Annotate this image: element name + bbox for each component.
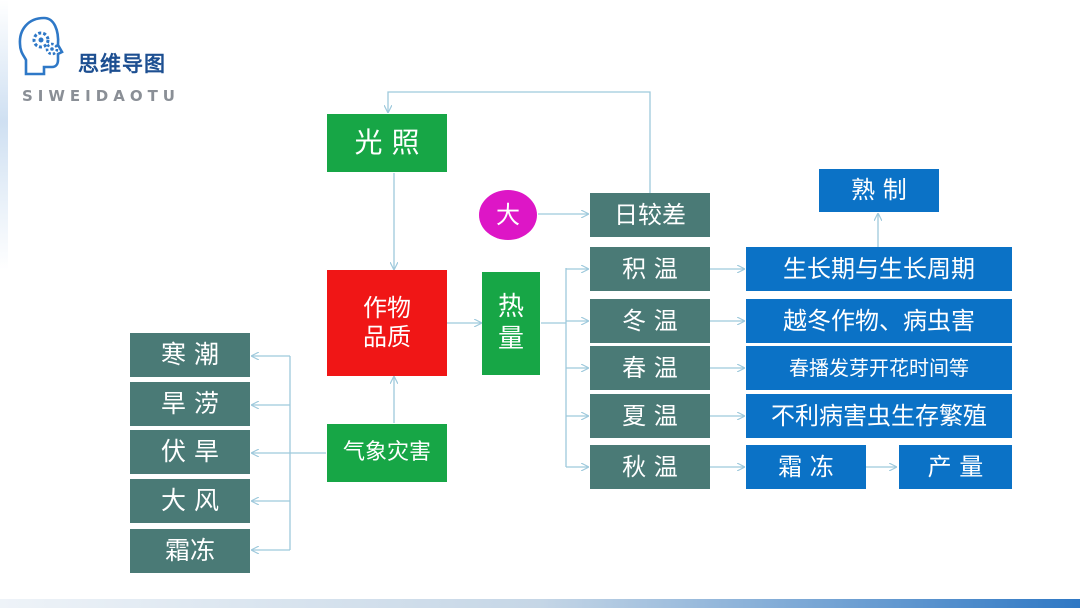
node-heat: 热 量 [482,272,540,375]
node-spring-sowing: 春播发芽开花时间等 [746,346,1012,390]
logo-title: 思维导图 [78,52,166,76]
logo [14,12,214,112]
node-cropping-system: 熟 制 [819,169,939,212]
node-frost-detail: 霜 冻 [746,445,866,489]
node-weather-disaster: 气象灾害 [327,424,447,482]
node-winter-temp: 冬 温 [590,299,710,343]
node-daily-range: 日较差 [590,193,710,237]
node-crop-quality: 作物 品质 [327,270,447,376]
node-large-circle: 大 [479,190,537,240]
node-spring-temp: 春 温 [590,346,710,390]
head-gear-icon [18,16,64,76]
node-summer-temp: 夏 温 [590,394,710,438]
node-accumulated-temp: 积 温 [590,247,710,291]
left-accent-stripe [0,0,8,270]
node-growth-period: 生长期与生长周期 [746,247,1012,291]
node-overwintering: 越冬作物、病虫害 [746,299,1012,343]
disaster-frost: 霜冻 [130,529,250,573]
node-yield: 产 量 [899,445,1012,489]
node-sunlight: 光 照 [327,114,447,172]
node-pest-survival: 不利病害虫生存繁殖 [746,394,1012,438]
logo-subtitle: SIWEIDAOTU [22,87,180,105]
disaster-strong-wind: 大 风 [130,479,250,523]
bottom-accent-bar [0,599,1080,608]
disaster-cold-wave: 寒 潮 [130,333,250,377]
disaster-summer-drought: 伏 旱 [130,430,250,474]
node-autumn-temp: 秋 温 [590,445,710,489]
disaster-drought-flood: 旱 涝 [130,382,250,426]
